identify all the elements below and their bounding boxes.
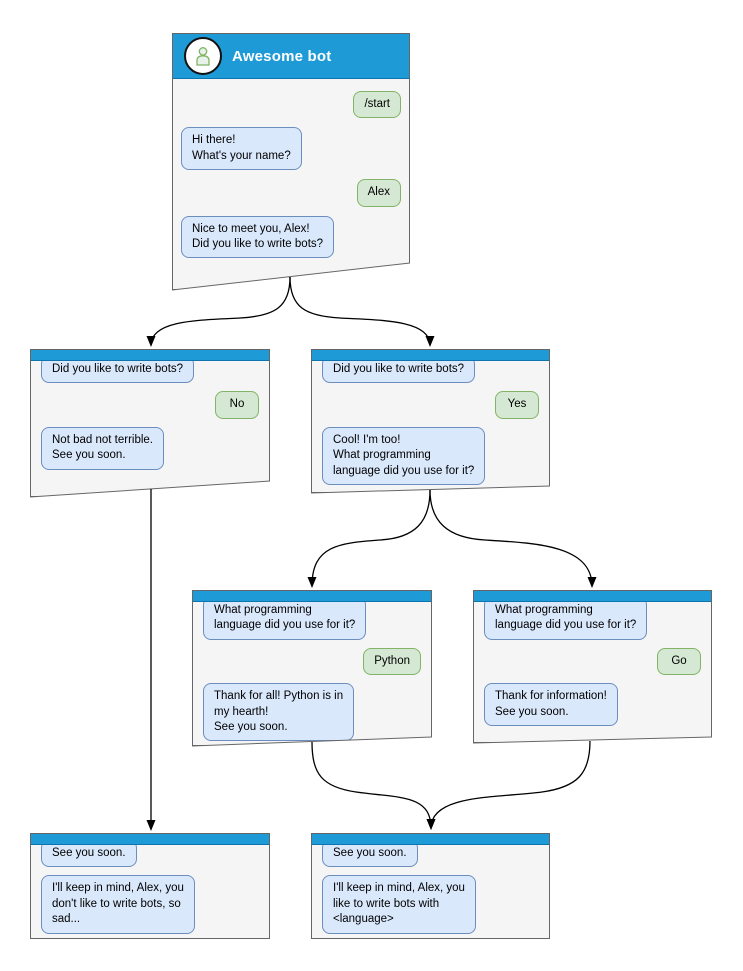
arrow-yes-to-python [307,489,431,588]
chat-window-go-branch: What programming language did you use fo… [473,590,712,743]
user-message-bubble: Yes [495,391,539,419]
person-icon [196,47,210,66]
bot-message-bubble: Nice to meet you, Alex! Did you like to … [181,215,335,259]
arrow-go-to-end [426,740,591,830]
user-message-bubble: Go [657,647,701,676]
chat-window-end-no: See you soon. I'll keep in mind, Alex, y… [30,833,270,939]
bot-message-bubble: I'll keep in mind, Alex, you don't like … [41,875,195,934]
chat-window-main: Awesome bot /start Hi there! What's your… [172,33,410,290]
bot-message-bubble: I'll keep in mind, Alex, you like to wri… [322,875,476,934]
window-title-bar [193,591,431,602]
bot-message-bubble: What programming language did you use fo… [484,597,648,640]
bot-message-bubble: What programming language did you use fo… [203,597,367,640]
window-title-bar [474,591,711,602]
bot-message-bubble: Thank for all! Python is in my hearth! S… [203,683,355,742]
chat-messages: Did you like to write bots? Yes Cool! I'… [312,356,549,486]
window-title-bar [31,834,269,845]
chat-window-python-branch: What programming language did you use fo… [192,590,432,746]
chat-window-no-branch: Did you like to write bots? No Not bad n… [30,349,270,497]
bot-message-bubble: Not bad not terrible. See you soon. [41,426,165,470]
chat-window-yes-branch: Did you like to write bots? Yes Cool! I'… [311,349,550,493]
bot-name-title: Awesome bot [232,47,332,65]
user-message-bubble: Alex [356,179,401,207]
chat-header: Awesome bot [173,34,409,79]
window-title-bar [312,350,549,361]
chat-messages: /start Hi there! What's your name? Alex … [173,79,409,270]
bot-message-bubble: Thank for information! See you soon. [484,683,618,727]
arrow-main-to-yes [289,276,435,347]
bot-avatar [184,37,222,75]
user-message-bubble: No [215,391,259,419]
chat-messages: See you soon. I'll keep in mind, Alex, y… [31,840,269,934]
arrow-yes-to-go [429,489,597,588]
window-title-bar [31,350,269,361]
chat-messages: What programming language did you use fo… [193,597,431,742]
arrow-main-to-no [146,276,291,347]
window-title-bar [312,834,549,845]
chat-messages: Did you like to write bots? No Not bad n… [31,356,269,470]
arrow-python-to-end [311,741,436,830]
chat-messages: See you soon. I'll keep in mind, Alex, y… [312,840,549,934]
bot-message-bubble: Hi there! What's your name? [181,127,302,171]
user-message-bubble: /start [353,91,401,119]
user-message-bubble: Python [363,647,421,676]
chat-window-end-yes: See you soon. I'll keep in mind, Alex, y… [311,833,550,939]
bot-message-bubble: Cool! I'm too! What programming language… [322,426,486,486]
chat-messages: What programming language did you use fo… [474,597,711,727]
